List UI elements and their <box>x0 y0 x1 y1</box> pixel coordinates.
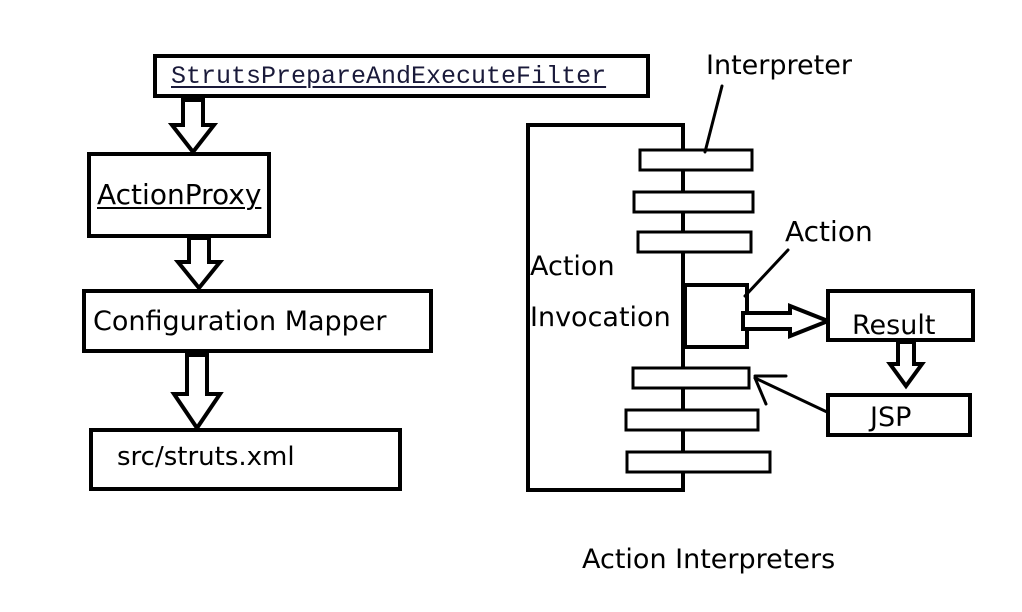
interceptor-bar-4 <box>631 366 751 390</box>
configuration-mapper-box: Configuration Mapper <box>82 289 433 353</box>
arrow-result-to-jsp <box>886 340 926 390</box>
struts-xml-label: src/struts.xml <box>117 442 295 472</box>
arrow-proxy-to-mapper <box>173 236 225 292</box>
interpreter-pointer-line <box>703 84 724 154</box>
arrow-filter-to-proxy <box>167 98 219 156</box>
jsp-return-head <box>753 376 768 406</box>
result-label: Result <box>852 310 936 341</box>
struts-xml-box: src/struts.xml <box>89 428 402 491</box>
filter-label: StrutsPrepareAndExecuteFilter <box>171 62 607 91</box>
action-proxy-label: ActionProxy <box>97 178 262 211</box>
jsp-return-line <box>753 376 829 414</box>
action-pointer-line <box>743 248 790 298</box>
action-proxy-box: ActionProxy <box>87 152 271 238</box>
jsp-label: JSP <box>870 402 912 433</box>
result-box: Result <box>826 289 975 342</box>
interceptor-bar-6 <box>625 450 772 474</box>
interceptor-bar-1 <box>638 148 754 172</box>
arrow-action-to-result <box>741 303 834 339</box>
arrow-mapper-to-xml <box>170 353 224 432</box>
diagram-caption: Action Interpreters <box>582 544 836 575</box>
interceptor-bar-2 <box>632 190 755 214</box>
interpreter-label: Interpreter <box>706 50 852 81</box>
action-box <box>683 283 749 349</box>
action-invocation-label-line1: Action <box>530 251 615 282</box>
action-invocation-label-line2: Invocation <box>530 302 671 333</box>
filter-box: StrutsPrepareAndExecuteFilter <box>153 54 650 98</box>
configuration-mapper-label: Configuration Mapper <box>93 306 387 337</box>
interceptor-bar-3 <box>636 230 753 254</box>
jsp-box: JSP <box>826 393 972 437</box>
action-label: Action <box>785 215 873 248</box>
interceptor-bar-5 <box>624 408 760 432</box>
